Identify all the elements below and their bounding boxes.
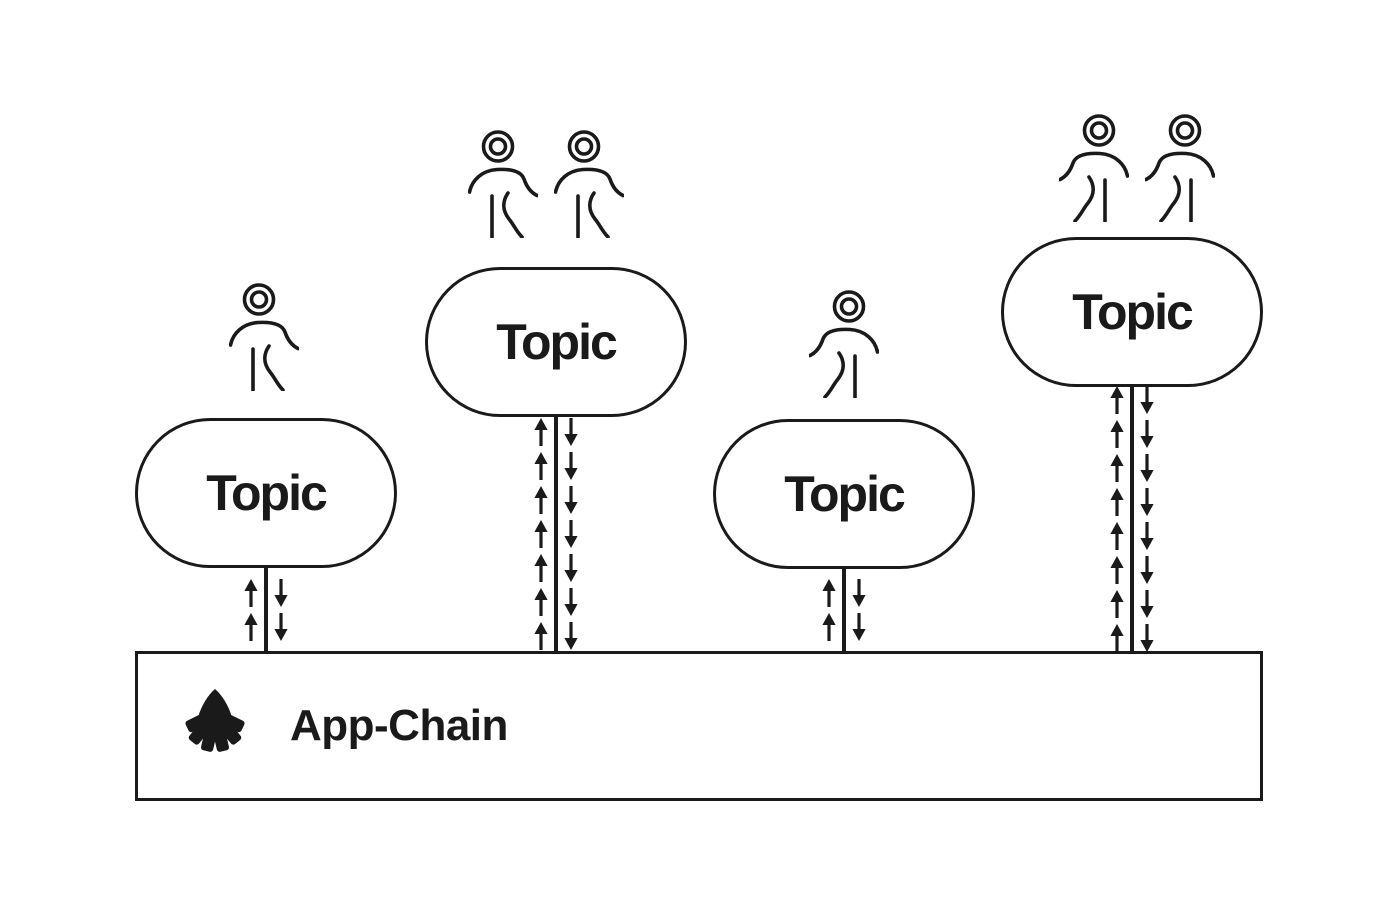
app-chain-label: App-Chain [290,701,508,750]
arrow-down-icon [1140,454,1154,482]
person-icon [809,290,879,398]
arrow-up-icon [1110,556,1124,584]
arrow-down-icon [1140,387,1154,414]
arrow-down-icon [1140,522,1154,550]
fan-logo-icon [175,686,255,766]
arrow-down-icon [1140,556,1154,584]
down-arrows-column [852,569,866,651]
arrow-up-icon [244,578,258,607]
persons-row [1059,114,1215,222]
persons-row [809,290,879,398]
arrow-up-icon [534,486,548,514]
persons-row [468,130,624,238]
up-arrows-column [1110,387,1124,651]
arrow-up-icon [534,520,548,548]
up-arrows-column [244,568,258,651]
arrow-down-icon [564,418,578,446]
arrow-up-icon [534,452,548,480]
arrow-up-icon [534,418,548,446]
arrow-up-icon [1110,387,1124,414]
topic-bubble: Topic [1001,237,1263,387]
arrow-down-icon [852,579,866,607]
person-icon [1145,114,1215,222]
connector-line [1130,387,1134,651]
person-icon [468,130,538,238]
arrow-down-icon [274,578,288,607]
arrow-down-icon [1140,488,1154,516]
topic-bubble: Topic [425,267,687,417]
arrow-up-icon [1110,420,1124,448]
person-icon [554,130,624,238]
down-arrows-column [1140,387,1154,651]
arrow-down-icon [564,452,578,480]
topic-bubble: Topic [135,418,397,568]
person-icon [1059,114,1129,222]
arrow-up-icon [822,613,836,641]
up-arrows-column [534,417,548,651]
topic-label: Topic [784,466,906,522]
connector-line [842,569,846,651]
connector-line [554,417,558,651]
down-arrows-column [564,417,578,651]
persons-row [229,283,299,391]
arrow-up-icon [1110,454,1124,482]
arrow-down-icon [564,622,578,650]
topic-label: Topic [1072,284,1194,340]
arrow-down-icon [1140,624,1154,651]
topic-bubble: Topic [713,419,975,569]
up-arrows-column [822,569,836,651]
arrow-down-icon [1140,420,1154,448]
arrow-down-icon [1140,590,1154,618]
arrow-up-icon [822,579,836,607]
arrow-up-icon [534,554,548,582]
arrow-up-icon [1110,624,1124,651]
arrow-up-icon [534,622,548,650]
app-chain-bar: App-Chain [135,651,1263,801]
arrow-down-icon [274,612,288,641]
arrow-up-icon [1110,522,1124,550]
arrow-up-icon [1110,590,1124,618]
arrow-up-icon [534,588,548,616]
arrow-down-icon [564,486,578,514]
arrow-down-icon [852,613,866,641]
arrow-down-icon [564,520,578,548]
arrow-up-icon [244,612,258,641]
down-arrows-column [274,568,288,651]
person-icon [229,283,299,391]
arrow-down-icon [564,554,578,582]
connector-line [264,568,268,651]
arrow-down-icon [564,588,578,616]
arrow-up-icon [1110,488,1124,516]
topic-label: Topic [496,314,618,370]
topic-label: Topic [206,465,328,521]
